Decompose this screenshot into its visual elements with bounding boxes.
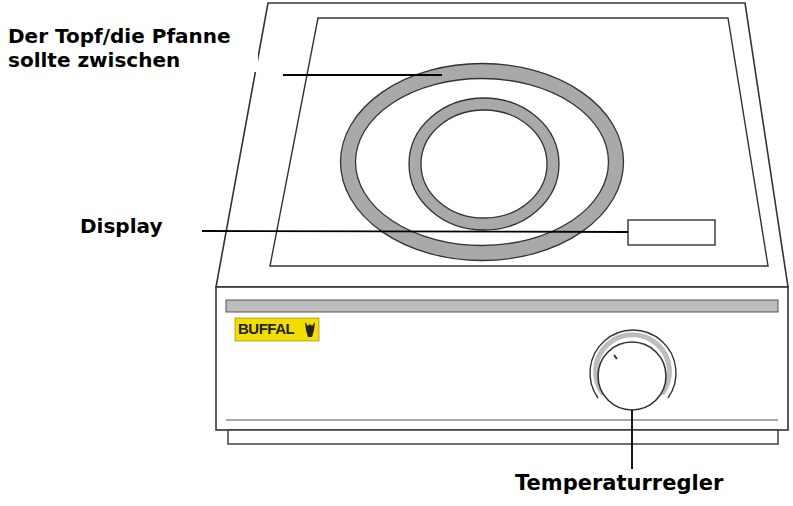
leader-line — [202, 231, 628, 232]
logo-plate — [235, 318, 319, 341]
hob-top — [216, 3, 788, 287]
brand-logo-text: BUFFAL — [238, 320, 294, 338]
glass-plate — [270, 18, 768, 266]
leader-line — [631, 410, 633, 469]
callout-label: Temperaturregler — [515, 471, 723, 496]
ring-edge — [356, 79, 609, 246]
front-panel — [216, 287, 788, 430]
base — [228, 430, 778, 444]
callout-label: Der Topf/die Pfanne sollte zwischen — [8, 24, 258, 72]
ring-edge — [409, 98, 559, 230]
panel-edge — [226, 420, 778, 421]
leader-line — [283, 74, 442, 76]
display-window — [628, 220, 715, 245]
logo-bull-icon — [305, 322, 315, 337]
ring-edge — [421, 110, 547, 218]
front-strip — [226, 300, 778, 312]
callout-label: Display — [80, 214, 162, 238]
knob-pointer — [614, 355, 617, 359]
inner-ring — [415, 104, 553, 224]
outer-ring — [348, 71, 616, 253]
temperature-knob — [598, 342, 666, 410]
